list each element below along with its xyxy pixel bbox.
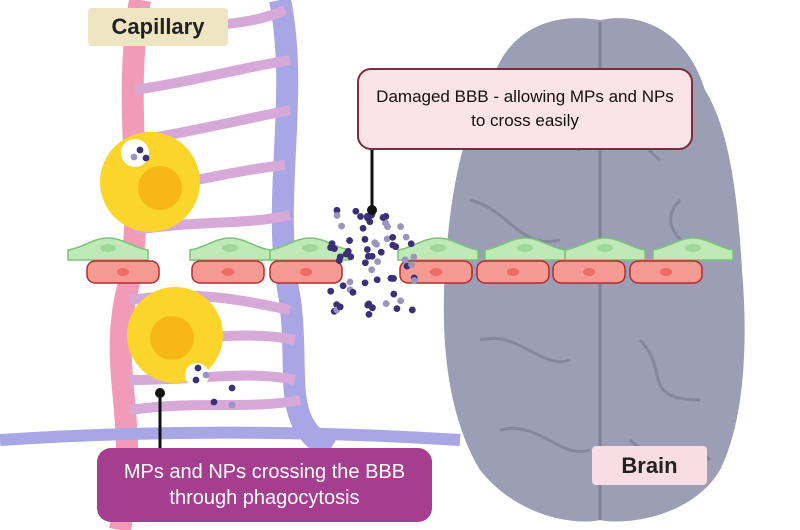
particle	[349, 288, 357, 296]
macrophage-top	[100, 132, 200, 232]
particle	[387, 274, 395, 282]
brain-label: Brain	[592, 446, 707, 485]
tight-junction-cell	[191, 260, 265, 284]
particle	[390, 290, 398, 298]
particle	[333, 206, 341, 214]
particle	[373, 276, 381, 284]
particle	[397, 223, 404, 230]
tight-junction-cell	[399, 260, 473, 284]
particle	[346, 237, 353, 244]
particle	[368, 266, 376, 274]
tight-junction-cell	[269, 260, 343, 284]
particle	[344, 247, 352, 255]
particle	[339, 282, 347, 290]
particle	[330, 245, 338, 252]
particle	[384, 223, 391, 230]
particle	[361, 279, 369, 287]
particle	[194, 364, 202, 372]
particle	[365, 310, 373, 318]
particle	[359, 224, 367, 232]
particle	[377, 248, 385, 256]
particle	[393, 305, 401, 313]
endothelial-cell	[564, 237, 646, 261]
particle	[361, 235, 369, 243]
endothelial-cell	[67, 237, 149, 261]
particle	[408, 261, 415, 268]
particle	[192, 376, 200, 384]
particle	[130, 153, 138, 161]
particle	[364, 252, 372, 260]
particle	[389, 241, 397, 249]
phagocytosis-label: MPs and NPs crossing the BBB through pha…	[97, 448, 432, 522]
particle	[335, 257, 343, 264]
particle	[389, 233, 397, 241]
tight-junction-cell	[476, 260, 550, 284]
particle	[228, 401, 236, 409]
particle	[379, 214, 387, 221]
particle	[361, 259, 369, 267]
particle	[327, 287, 335, 295]
particle	[142, 154, 150, 162]
endothelial-cell	[189, 237, 271, 261]
tight-junction-cell	[552, 260, 626, 284]
particle	[352, 207, 360, 215]
particle	[202, 371, 210, 379]
particle	[336, 303, 344, 311]
endothelial-cell	[652, 237, 734, 261]
particle	[401, 256, 409, 264]
particle	[338, 222, 346, 230]
particle	[383, 235, 391, 243]
particle	[363, 246, 371, 253]
particle	[366, 218, 374, 226]
particle	[382, 300, 390, 308]
particle	[364, 212, 371, 220]
endothelial-cell	[397, 237, 479, 261]
particle	[346, 278, 354, 286]
particle	[210, 398, 218, 406]
macrophage-bottom	[127, 287, 223, 387]
particle	[410, 253, 418, 261]
particle	[136, 146, 144, 154]
particle	[364, 301, 372, 309]
bbb-cell-layer	[67, 237, 734, 284]
particle	[371, 239, 379, 247]
particle	[408, 306, 416, 314]
particle	[407, 240, 415, 248]
particle	[402, 233, 410, 241]
particles	[130, 146, 418, 409]
endothelial-cell	[484, 237, 566, 261]
particle	[374, 258, 382, 265]
particle	[410, 277, 418, 284]
tight-junction-cell	[86, 260, 160, 284]
particle	[333, 212, 341, 219]
damaged-bbb-label: Damaged BBB - allowing MPs and NPs to cr…	[357, 68, 693, 150]
particle	[228, 384, 236, 392]
tight-junction-cell	[629, 260, 703, 284]
capillary-label: Capillary	[88, 8, 228, 46]
particle	[357, 213, 364, 220]
particle	[397, 297, 405, 305]
pointer-lines	[155, 150, 377, 448]
